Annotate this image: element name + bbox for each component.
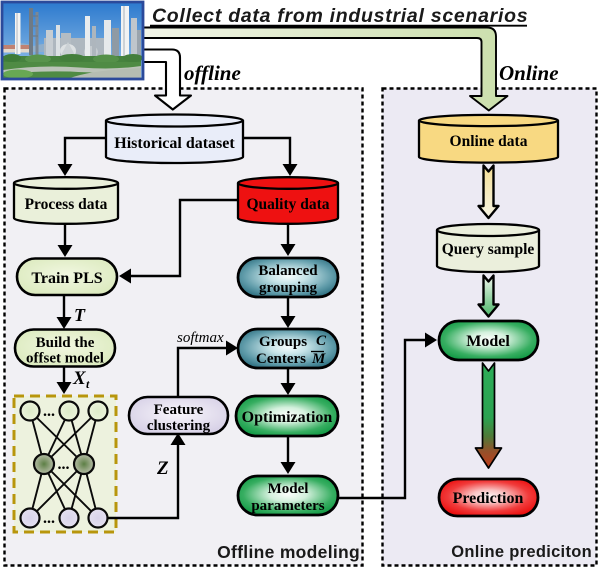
svg-text:Optimization: Optimization [242, 409, 333, 426]
svg-text:...: ... [43, 510, 55, 527]
svg-text:Historical dataset: Historical dataset [114, 135, 235, 152]
svg-text:Query sample: Query sample [442, 241, 535, 258]
svg-text:M: M [311, 351, 326, 367]
svg-text:C: C [316, 333, 327, 349]
svg-text:Feature: Feature [154, 402, 204, 418]
svg-text:Balanced: Balanced [258, 263, 318, 279]
svg-text:t: t [86, 377, 90, 391]
svg-text:Model: Model [268, 481, 309, 497]
svg-text:clustering: clustering [147, 418, 211, 434]
svg-text:Build the: Build the [36, 335, 95, 351]
svg-text:offline: offline [184, 61, 241, 85]
svg-text:Process data: Process data [25, 196, 108, 213]
svg-text:T: T [74, 305, 86, 325]
svg-text:Centers: Centers [256, 351, 306, 367]
svg-text:Prediction: Prediction [453, 490, 524, 507]
svg-text:Online: Online [499, 61, 559, 85]
svg-text:Model: Model [466, 333, 510, 350]
svg-text:Collect data from industrial s: Collect data from industrial scenarios [152, 5, 528, 27]
svg-text:Quality data: Quality data [246, 196, 329, 213]
svg-text:Online prediciton: Online prediciton [451, 543, 592, 561]
svg-text:offset model: offset model [26, 351, 104, 367]
svg-text:Groups: Groups [259, 334, 307, 350]
svg-text:Offline modeling: Offline modeling [217, 542, 360, 562]
svg-text:softmax: softmax [177, 330, 224, 346]
svg-text:X: X [72, 368, 87, 389]
svg-text:parameters: parameters [251, 498, 324, 514]
svg-text:grouping: grouping [259, 280, 318, 296]
svg-text:Online data: Online data [450, 133, 528, 150]
svg-text:Z: Z [156, 458, 169, 479]
svg-text:Train PLS: Train PLS [31, 270, 102, 287]
svg-text:...: ... [58, 456, 70, 473]
svg-text:...: ... [43, 403, 55, 420]
